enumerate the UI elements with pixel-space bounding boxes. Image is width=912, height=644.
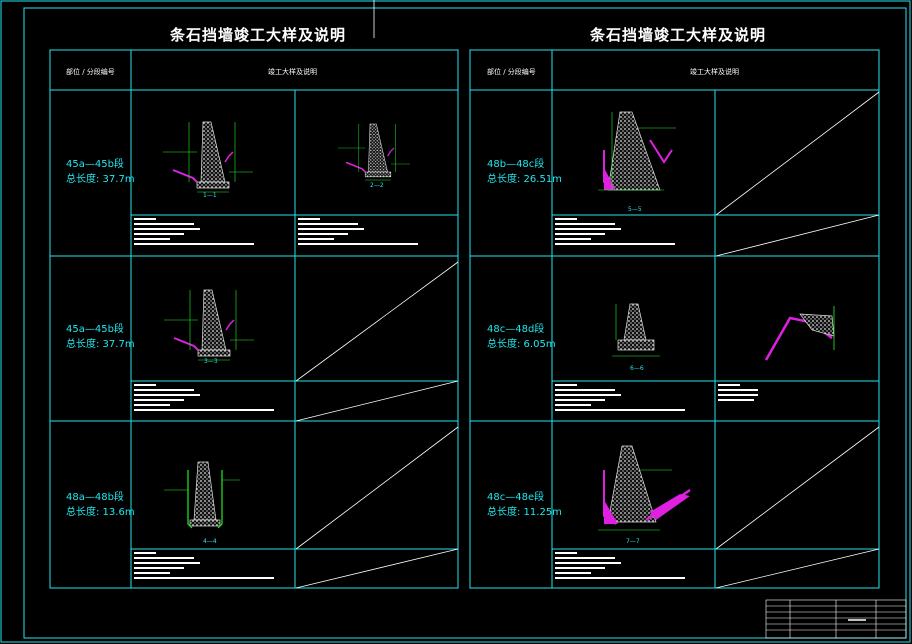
section-2-2-drawing	[337, 123, 411, 181]
caption-6-6: 6—6	[630, 365, 644, 372]
caption-2-2: 2—2	[370, 182, 384, 189]
left-row3-location: 48a—48b段 总长度: 13.6m	[66, 490, 135, 520]
section-1-1-drawing	[162, 121, 254, 193]
section-6-6-drawing	[612, 303, 660, 357]
left-row3-length: 总长度: 13.6m	[66, 507, 135, 518]
caption-1-1: 1—1	[203, 192, 217, 199]
section-6-6-detail-drawing	[764, 306, 835, 361]
right-row1-segment: 48b—48c段	[487, 159, 545, 170]
right-row2-location: 48c—48d段 总长度: 6.05m	[487, 322, 556, 352]
caption-3-3: 3—3	[204, 358, 218, 365]
inner-border	[23, 7, 907, 639]
left-header-location: 部位 / 分段编号	[66, 68, 115, 76]
right-table	[469, 49, 880, 589]
left-title: 条石挡墙竣工大样及说明	[170, 26, 347, 44]
right-row3-length: 总长度: 11.25m	[487, 507, 562, 518]
section-4-4-drawing	[164, 461, 240, 529]
left-row3-segment: 48a—48b段	[66, 492, 124, 503]
right-row2-segment: 48c—48d段	[487, 324, 545, 335]
left-table	[49, 49, 459, 589]
right-header-details: 竣工大样及说明	[690, 68, 739, 76]
right-row1-length: 总长度: 26.51m	[487, 174, 562, 185]
caption-4-4: 4—4	[203, 538, 217, 545]
right-title: 条石挡墙竣工大样及说明	[590, 26, 767, 44]
title-block	[765, 599, 907, 639]
left-header-details: 竣工大样及说明	[268, 68, 317, 76]
right-row3-segment: 48c—48e段	[487, 492, 545, 503]
left-row2-location: 45a—45b段 总长度: 37.7m	[66, 322, 135, 352]
section-7-7-drawing	[598, 445, 691, 531]
right-row2-length: 总长度: 6.05m	[487, 339, 556, 350]
right-header-location: 部位 / 分段编号	[487, 68, 536, 76]
notes-marks	[134, 218, 758, 579]
left-row2-segment: 45a—45b段	[66, 324, 124, 335]
left-row2-length: 总长度: 37.7m	[66, 339, 135, 350]
caption-5-5: 5—5	[628, 206, 642, 213]
section-5-5-drawing	[598, 111, 676, 191]
right-blank-diagonals	[715, 91, 880, 589]
left-row1-location: 45a—45b段 总长度: 37.7m	[66, 157, 135, 187]
section-3-3-drawing	[163, 289, 255, 361]
right-row1-location: 48b—48c段 总长度: 26.51m	[487, 157, 562, 187]
left-row1-length: 总长度: 37.7m	[66, 174, 135, 185]
caption-7-7: 7—7	[626, 538, 640, 545]
left-blank-diagonals	[295, 261, 459, 589]
right-row3-location: 48c—48e段 总长度: 11.25m	[487, 490, 562, 520]
left-row1-segment: 45a—45b段	[66, 159, 124, 170]
